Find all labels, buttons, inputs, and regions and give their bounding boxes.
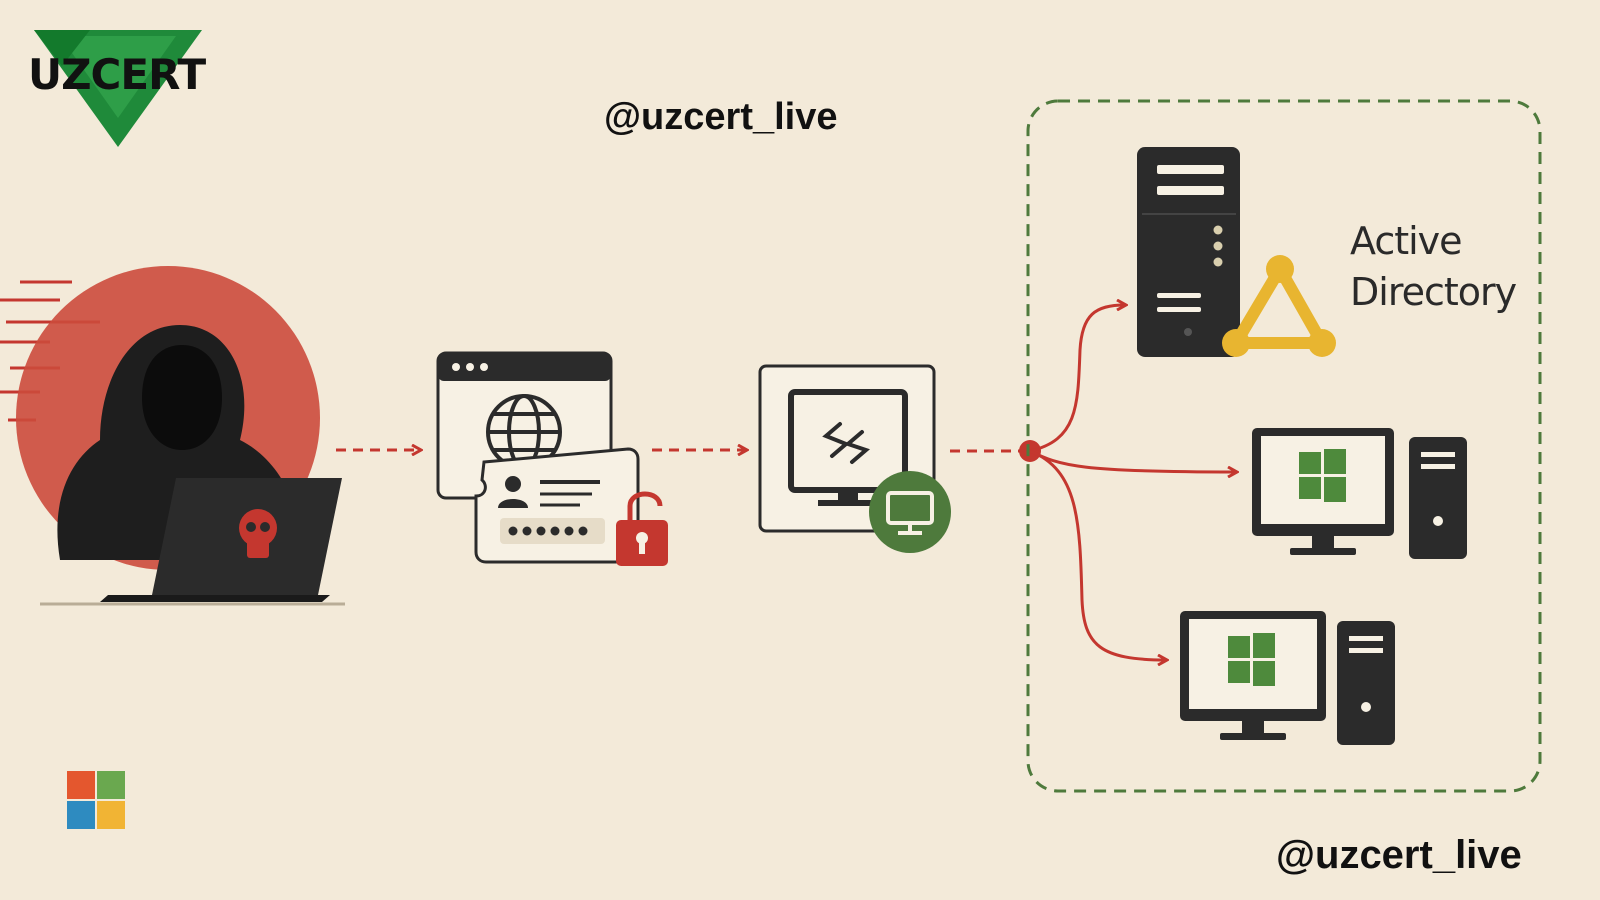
credentials-node [436,351,668,566]
uzcert-logo-icon [34,30,202,147]
monitor-icon [788,389,908,506]
attacker-node [0,266,345,606]
credential-card-icon [474,447,640,564]
edge-remote-access-to-network [950,305,1236,660]
pc-tower-icon [1409,437,1467,559]
active-directory-label-line2: Directory [1350,269,1517,314]
remote-access-node [758,364,951,553]
green-monitor-badge-icon [869,471,951,553]
active-directory-label-line1: Active [1350,219,1463,263]
windows-logo-icon [1299,449,1346,502]
domain-controller-node [1137,147,1336,357]
watermark-handle-top: @uzcert_live [604,96,838,138]
pc-tower-icon [1337,621,1395,745]
server-tower-icon [1137,147,1240,357]
skull-icon [239,509,277,558]
uzcert-logo-text: UZCERT [28,50,206,99]
workstation-1-node [1252,428,1467,559]
unlocked-padlock-icon [616,491,668,566]
network-boundary [1026,99,1542,793]
microsoft-logo-icon [67,771,125,829]
windows-logo-icon [1228,633,1275,686]
watermark-handle-bottom: @uzcert_live [1276,833,1522,877]
desktop-monitor-icon [1252,428,1394,555]
active-directory-icon [1222,255,1336,357]
active-directory-label: Active Directory [1350,216,1517,317]
workstation-2-node [1180,611,1395,745]
remote-connection-arrows-icon [822,422,870,464]
